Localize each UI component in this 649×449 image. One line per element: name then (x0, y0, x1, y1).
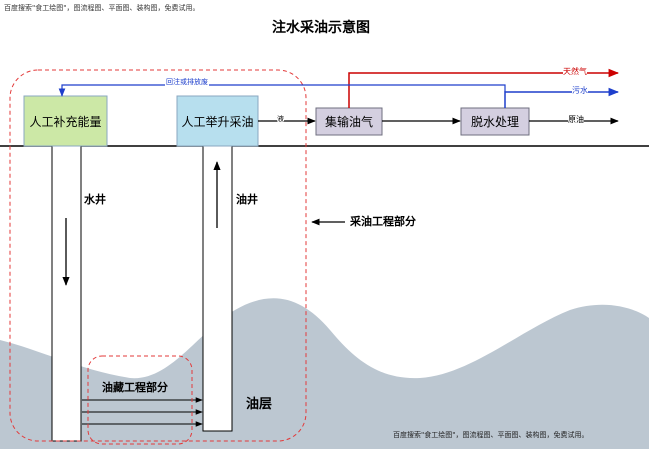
reservoir-engineering-boundary (87, 355, 193, 445)
water-injection-label: 人工补充能量 (29, 114, 102, 129)
oil-layer-label: 油层 (246, 397, 273, 412)
diagram-title: 注水采油示意图 (272, 20, 370, 36)
sewage-label: 污水 (572, 86, 588, 95)
water-well-label: 水井 (84, 193, 106, 206)
reservoir-formation (0, 298, 649, 449)
gathering-label: 集输油气 (324, 115, 373, 129)
gas-line (348, 68, 620, 108)
water-injection-box (23, 95, 108, 147)
production-engineering-boundary (9, 69, 307, 442)
water-well-pipe (51, 145, 82, 442)
artificial-lift-box (176, 95, 259, 147)
crude-label: 原油 (568, 115, 584, 124)
gas-label: 天然气 (563, 67, 587, 76)
oil-flow-label: 液 (277, 115, 284, 123)
reservoir-engineering-label: 油藏工程部分 (102, 381, 168, 394)
watermark-bottom: 百度搜索"食工绘图"，图流程图、平面图、装构图，免费试用。 (393, 431, 589, 439)
return-line-label: 回注或排放废 (165, 78, 209, 86)
watermark-top: 百度搜索"食工绘图"，图流程图、平面图、装构图，免费试用。 (4, 4, 200, 12)
production-engineering-label: 采油工程部分 (350, 215, 416, 228)
dehydration-box (460, 107, 530, 136)
dehydration-label: 脱水处理 (470, 115, 519, 129)
return-line (58, 84, 506, 97)
sewage-line (504, 87, 620, 108)
oil-well-label: 油井 (236, 193, 258, 206)
artificial-lift-label: 人工举升采油 (181, 114, 254, 129)
